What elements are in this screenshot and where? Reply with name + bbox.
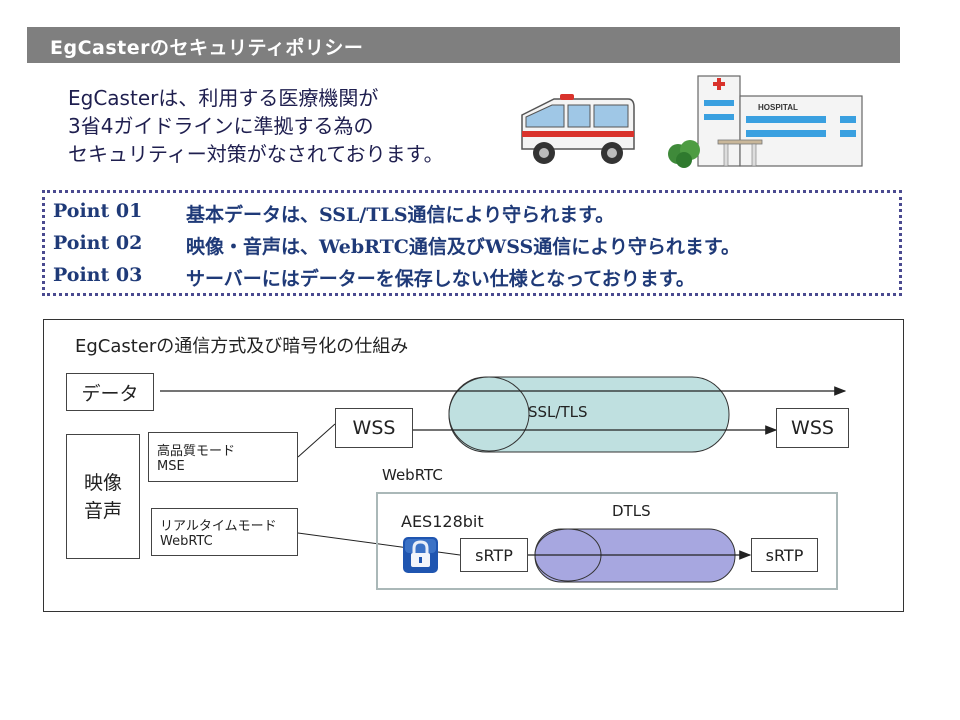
av-box-line-2: 音声 bbox=[83, 499, 122, 522]
wss-left-box: WSS bbox=[335, 408, 413, 448]
point-text-2: 映像・音声は、WebRTC通信及びWSS通信により守られます。 bbox=[186, 236, 740, 258]
dtls-label: DTLS bbox=[612, 502, 651, 520]
point-text-1: 基本データは、SSL/TLS通信により守られます。 bbox=[186, 204, 615, 226]
av-box: 映像 音声 bbox=[66, 434, 140, 559]
rt-mode-box: リアルタイムモード WebRTC bbox=[151, 508, 298, 556]
rt-mode-sub: WebRTC bbox=[160, 534, 213, 549]
aes-label: AES128bit bbox=[401, 512, 484, 531]
mse-mode-title: 高品質モード bbox=[157, 444, 236, 459]
hospital-icon: HOSPITAL bbox=[668, 75, 863, 168]
srtp-left-box: sRTP bbox=[460, 538, 528, 572]
title-bar bbox=[27, 27, 900, 63]
intro-line-3: セキュリティー対策がなされております。 bbox=[68, 142, 444, 166]
point-label-2: Point 02 bbox=[53, 232, 143, 254]
intro-line-2: 3省4ガイドラインに準拠する為の bbox=[68, 114, 374, 138]
av-box-line-1: 映像 bbox=[83, 471, 122, 494]
ambulance-icon bbox=[521, 94, 635, 164]
hospital-sign: HOSPITAL bbox=[758, 103, 798, 112]
ssl-tls-label: SSL/TLS bbox=[528, 403, 588, 421]
data-box: データ bbox=[66, 373, 154, 411]
lock-icon bbox=[403, 537, 438, 573]
diagram-title: EgCasterの通信方式及び暗号化の仕組み bbox=[75, 336, 409, 357]
point-label-1: Point 01 bbox=[53, 200, 143, 222]
rt-mode-title: リアルタイムモード bbox=[160, 519, 277, 534]
webrtc-label: WebRTC bbox=[382, 466, 443, 484]
mse-mode-sub: MSE bbox=[157, 459, 185, 474]
wss-right-box: WSS bbox=[776, 408, 849, 448]
ssl-tls-tube-end bbox=[448, 376, 530, 452]
srtp-right-box: sRTP bbox=[751, 538, 818, 572]
points-box bbox=[42, 190, 902, 296]
point-text-3: サーバーにはデーターを保存しない仕様となっております。 bbox=[186, 268, 695, 290]
point-label-3: Point 03 bbox=[53, 264, 143, 286]
intro-line-1: EgCasterは、利用する医療機関が bbox=[68, 86, 379, 110]
page-title: EgCasterのセキュリティポリシー bbox=[50, 37, 364, 59]
webrtc-group-frame bbox=[376, 492, 838, 590]
mse-connector bbox=[297, 423, 336, 458]
mse-mode-box: 高品質モード MSE bbox=[148, 432, 298, 482]
